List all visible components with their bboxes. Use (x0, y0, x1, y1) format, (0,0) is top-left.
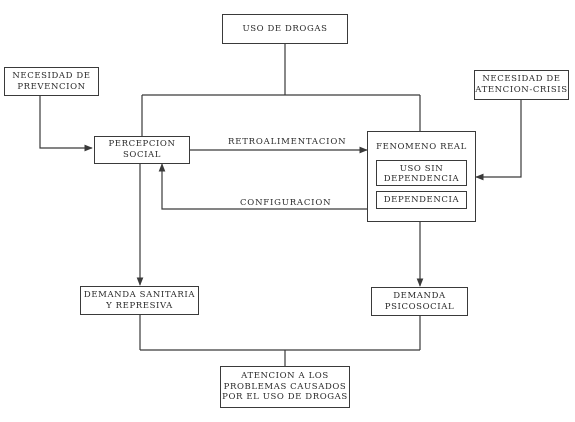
node-dependencia: DEPENDENCIA (376, 190, 467, 209)
node-uso-sin-dependencia-line1: USO SIN (399, 163, 444, 174)
node-atencion-line3: POR EL USO DE DROGAS (222, 392, 348, 403)
node-necesidad-atencion-line2: ATENCION-CRISIS (475, 85, 568, 95)
node-necesidad-prevencion-line1: NECESIDAD DE (12, 70, 91, 81)
node-demanda-psicosocial: DEMANDA PSICOSOCIAL (371, 287, 468, 316)
node-percepcion-line2: SOCIAL (122, 150, 162, 160)
edge-label-configuracion: CONFIGURACION (238, 198, 334, 208)
node-necesidad-atencion-crisis: NECESIDAD DE ATENCION-CRISIS (474, 70, 569, 100)
arrow-configuracion (158, 163, 372, 210)
node-uso-de-drogas-text: USO DE DROGAS (242, 23, 328, 34)
edge-label-retroalimentacion: RETROALIMENTACION (226, 137, 349, 147)
node-atencion-problemas: ATENCION A LOS PROBLEMAS CAUSADOS POR EL… (220, 366, 350, 408)
arrow-prevencion-to-percepcion (39, 96, 93, 152)
node-percepcion-social: PERCEPCION SOCIAL (94, 136, 190, 164)
node-percepcion-line1: PERCEPCION (108, 139, 176, 150)
node-demanda-sanitaria: DEMANDA SANITARIA Y REPRESIVA (80, 286, 199, 315)
node-uso-de-drogas: USO DE DROGAS (222, 14, 348, 44)
node-necesidad-atencion-line1: NECESIDAD DE (482, 74, 561, 85)
node-necesidad-prevencion: NECESIDAD DE PREVENCION (4, 67, 99, 96)
node-fenomeno-real: FENOMENO REAL USO SIN DEPENDENCIA DEPEND… (367, 131, 476, 222)
node-fenomeno-real-title: FENOMENO REAL (376, 142, 467, 152)
node-atencion-line1: ATENCION A LOS (241, 371, 329, 382)
node-demanda-sanitaria-line2: Y REPRESIVA (106, 300, 173, 311)
node-demanda-sanitaria-line1: DEMANDA SANITARIA (83, 289, 196, 300)
node-atencion-line2: PROBLEMAS CAUSADOS (223, 381, 347, 392)
node-uso-sin-dependencia-line2: DEPENDENCIA (383, 173, 460, 184)
arrow-atencion-to-fenomeno (475, 100, 522, 181)
node-dependencia-text: DEPENDENCIA (383, 194, 460, 205)
node-uso-sin-dependencia: USO SIN DEPENDENCIA (376, 159, 467, 186)
node-necesidad-prevencion-line2: PREVENCION (17, 81, 86, 92)
node-demanda-psicosocial-line1: DEMANDA (393, 290, 446, 301)
node-demanda-psicosocial-line2: PSICOSOCIAL (384, 301, 455, 312)
